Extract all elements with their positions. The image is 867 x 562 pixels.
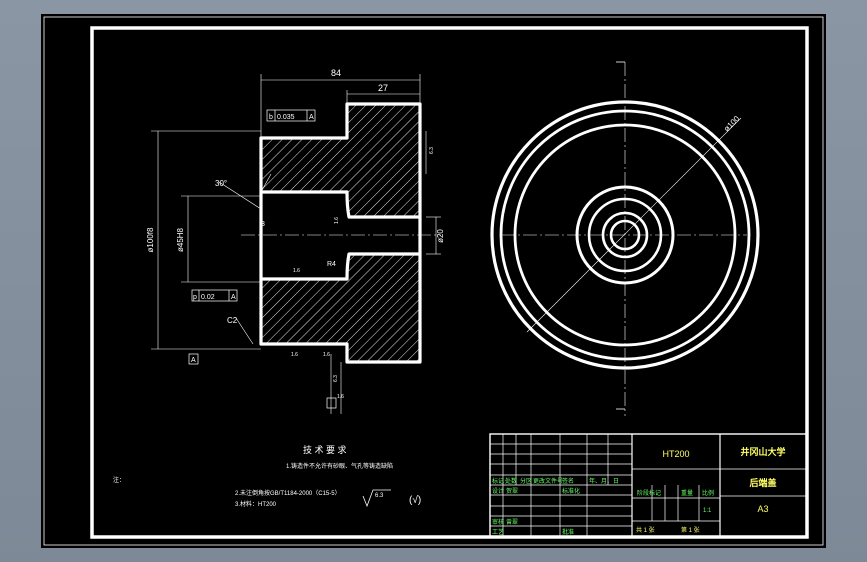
section-dimensions (151, 74, 441, 414)
perp-symbol: p (193, 294, 197, 301)
dim-small-bore: ø20 (436, 229, 445, 243)
dim-depth: 3 (261, 221, 265, 228)
roughness-5: 1.6 (323, 352, 330, 358)
perp-value: 0.02 (201, 294, 215, 301)
datum-b-marker (326, 397, 337, 409)
approve-label: 批准 (562, 528, 574, 536)
review-name: 曾翠 (506, 518, 518, 526)
roughness-6: 6.3 (333, 375, 339, 382)
dim-chamfer: C2 (227, 316, 238, 325)
process-label: 工艺 (492, 528, 504, 536)
dim-outer-dia: ø100f8 (146, 227, 155, 252)
hdr-qianming: 签名 (562, 477, 574, 485)
dim-flange-length: 27 (378, 83, 388, 93)
stage-mark-label: 阶段标记 (637, 489, 661, 497)
drawing-mark: A3 (757, 504, 768, 514)
tech-title: 技 术 要 求 (303, 444, 347, 455)
hdr-chushu: 处数 (505, 477, 517, 485)
roughness-2: 1.6 (334, 217, 340, 224)
tech-line-2: 2.未注倒角按GB/T1184-2000（C15-5） (235, 489, 341, 497)
tech-rough-symbol: 6.3 (375, 493, 384, 499)
perpendicularity-frame: p 0.02 A (191, 289, 238, 302)
perp-datum: A (231, 294, 236, 301)
hdr-fenqu: 分区 (520, 477, 532, 485)
end-view (490, 61, 760, 416)
roughness-1: 6.3 (429, 147, 435, 154)
runout-datum: A (309, 114, 314, 121)
standardize-label: 标准化 (562, 487, 580, 495)
roughness-4: 1.6 (291, 352, 298, 358)
dim-overall-length: 84 (331, 68, 341, 78)
dim-angle: 30° (215, 179, 227, 188)
ratio-label: 比例 (702, 489, 714, 497)
tech-line-1: 1.铸造件不允许有砂眼、气孔等铸造缺陷 (286, 462, 393, 470)
tech-note: 注： (113, 476, 125, 484)
part-name: 后端盖 (749, 477, 776, 488)
ratio-value: 1:1 (703, 508, 712, 514)
title-block (489, 433, 808, 538)
technical-requirements: 技 术 要 求 1.铸造件不允许有砂眼、气孔等铸造缺陷 2.未注倒角按GB/T1… (113, 444, 421, 508)
roughness-3: 1.6 (293, 268, 300, 274)
datum-a-label: A (191, 357, 196, 364)
datum-a-marker: A (188, 353, 199, 365)
runout-frame: b 0.035 A (266, 109, 316, 122)
dim-fillet: R4 (327, 261, 336, 268)
drawing-sheet: 84 27 ø100f8 ø45H8 ø20 30° C2 R4 3 6.3 1… (41, 14, 826, 548)
runout-value: 0.035 (277, 114, 295, 121)
outer-frame (43, 16, 824, 546)
hdr-gaiwenjian: 更改文件号 (533, 477, 563, 485)
dim-large-dia: ø100 (722, 114, 742, 134)
sheet-number: 第 1 张 (681, 526, 700, 534)
designer-label: 设计 (492, 487, 504, 495)
tech-rough-paren: (√) (409, 494, 421, 506)
roughness-7: 1.6 (337, 394, 344, 400)
review-label: 审核 (492, 518, 504, 526)
dim-bore-dia: ø45H8 (176, 227, 185, 252)
hdr-date: 年、月、日 (589, 477, 619, 485)
section-view (241, 102, 441, 364)
designer-name: 贺翠 (506, 487, 518, 495)
cad-drawing: 84 27 ø100f8 ø45H8 ø20 30° C2 R4 3 6.3 1… (43, 16, 824, 546)
runout-symbol: b (269, 114, 273, 121)
sheets-total: 共 1 张 (636, 526, 655, 534)
university-name: 井冈山大学 (740, 446, 785, 457)
inner-frame (90, 26, 809, 539)
material-label: HT200 (662, 449, 689, 459)
weight-label: 重量 (681, 489, 693, 497)
tech-line-3: 3.材料：HT200 (235, 500, 277, 508)
hdr-biaoji: 标记 (492, 477, 504, 485)
